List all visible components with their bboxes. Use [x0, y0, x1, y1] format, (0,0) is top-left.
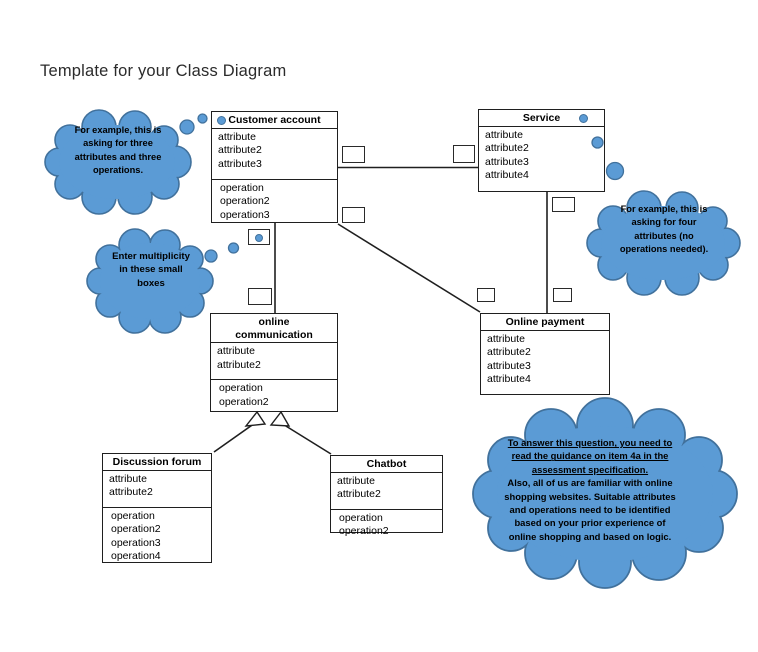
multiplicity-box-6[interactable] [552, 197, 575, 212]
attributes-compartment: attribute attribute2 attribute3 attribut… [481, 331, 609, 390]
multiplicity-box-8[interactable] [477, 288, 495, 302]
operations-compartment: operation operation2 operation3 [212, 178, 337, 226]
cloud-callout-three-attrs: For example, this is asking for three at… [74, 125, 162, 176]
callout-anchor-dot [579, 114, 588, 123]
operation-row: operation2 [111, 523, 161, 535]
callout-anchor-dot [217, 116, 226, 125]
class-title: Customer account [212, 112, 337, 129]
class-title: Online payment [481, 314, 609, 331]
cloud-callout-four-attrs: For example, this is asking for four att… [619, 204, 709, 255]
class-box-service: Service attribute attribute2 attribute3 … [478, 109, 605, 192]
cloud-callout-guidance: To answer this question, you need to rea… [503, 436, 677, 543]
callout-trail-dot [179, 119, 195, 135]
multiplicity-box-5[interactable] [248, 288, 272, 305]
callout-trail-dot [605, 161, 625, 181]
operation-row: operation4 [111, 550, 161, 562]
attribute-row: attribute2 [218, 144, 262, 156]
operation-row: operation [219, 382, 263, 394]
association-customer-payment [337, 223, 481, 313]
operations-compartment: operation operation2 operation3 operatio… [103, 506, 211, 567]
multiplicity-box-7[interactable] [553, 288, 572, 302]
attribute-row: attribute3 [485, 155, 529, 168]
attribute-row: attribute [217, 345, 255, 357]
multiplicity-box-4[interactable] [248, 229, 270, 245]
multiplicity-box-3[interactable] [342, 207, 365, 223]
attribute-row: attribute [218, 130, 256, 143]
class-title: Discussion forum [103, 454, 211, 471]
inheritance-line-chatbot [280, 422, 332, 455]
class-box-discussion-forum: Discussion forum attribute attribute2 op… [102, 453, 212, 563]
class-box-online-payment: Online payment attribute attribute2 attr… [480, 313, 610, 395]
attributes-compartment: attribute attribute2 attribute3 attribut… [479, 127, 604, 186]
operation-row: operation3 [111, 536, 161, 549]
attributes-compartment: attribute attribute2 [211, 343, 337, 379]
callout-trail-dot [197, 113, 208, 124]
guidance-underlined-text: To answer this question, you need to rea… [507, 437, 673, 475]
operation-row: operation2 [339, 525, 389, 537]
operation-row: operation [220, 181, 264, 194]
callout-anchor-dot [255, 234, 263, 242]
attribute-row: attribute [487, 332, 525, 345]
attribute-row: attribute2 [485, 142, 529, 154]
attribute-row: attribute2 [337, 488, 381, 500]
attribute-row: attribute [109, 472, 147, 485]
callout-trail-dot [227, 242, 240, 254]
attribute-row: attribute4 [487, 373, 531, 385]
attribute-row: attribute2 [109, 486, 153, 498]
attributes-compartment: attribute attribute2 [103, 471, 211, 507]
guidance-rest-text: Also, all of us are familiar with online… [504, 477, 676, 542]
operation-row: operation2 [220, 195, 270, 207]
callout-trail-dot [204, 249, 218, 263]
operations-compartment: operation operation2 [211, 379, 337, 412]
operation-row: operation [111, 509, 155, 522]
attribute-row: attribute [337, 474, 375, 487]
class-box-chatbot: Chatbot attribute attribute2 operation o… [330, 455, 443, 537]
attribute-row: attribute2 [487, 346, 531, 358]
class-title: online communication [211, 314, 337, 343]
attribute-row: attribute4 [485, 169, 529, 181]
inheritance-arrowhead-left [244, 410, 267, 427]
operations-compartment: operation operation2 [331, 508, 442, 542]
class-title: Chatbot [331, 456, 442, 473]
class-title: Service [479, 110, 604, 127]
operation-row: operation3 [220, 208, 270, 221]
class-box-online-communication: online communication attribute attribute… [210, 313, 338, 412]
multiplicity-box-2[interactable] [453, 145, 475, 163]
operation-row: operation [339, 511, 383, 524]
attribute-row: attribute3 [487, 359, 531, 372]
multiplicity-box-1[interactable] [342, 146, 365, 163]
inheritance-arrowhead-right [269, 410, 291, 427]
cloud-callout-multiplicity: Enter multiplicity in these small boxes [112, 251, 190, 289]
attributes-compartment: attribute attribute2 [331, 473, 442, 509]
class-box-customer-account: Customer account attribute attribute2 at… [211, 111, 338, 223]
inheritance-line-discussion-forum [213, 422, 256, 453]
attributes-compartment: attribute attribute2 attribute3 [212, 129, 337, 179]
attribute-row: attribute2 [217, 358, 261, 371]
page-title: Template for your Class Diagram [40, 62, 287, 80]
attribute-row: attribute [485, 128, 523, 141]
attribute-row: attribute3 [218, 157, 262, 170]
operation-row: operation2 [219, 395, 269, 408]
